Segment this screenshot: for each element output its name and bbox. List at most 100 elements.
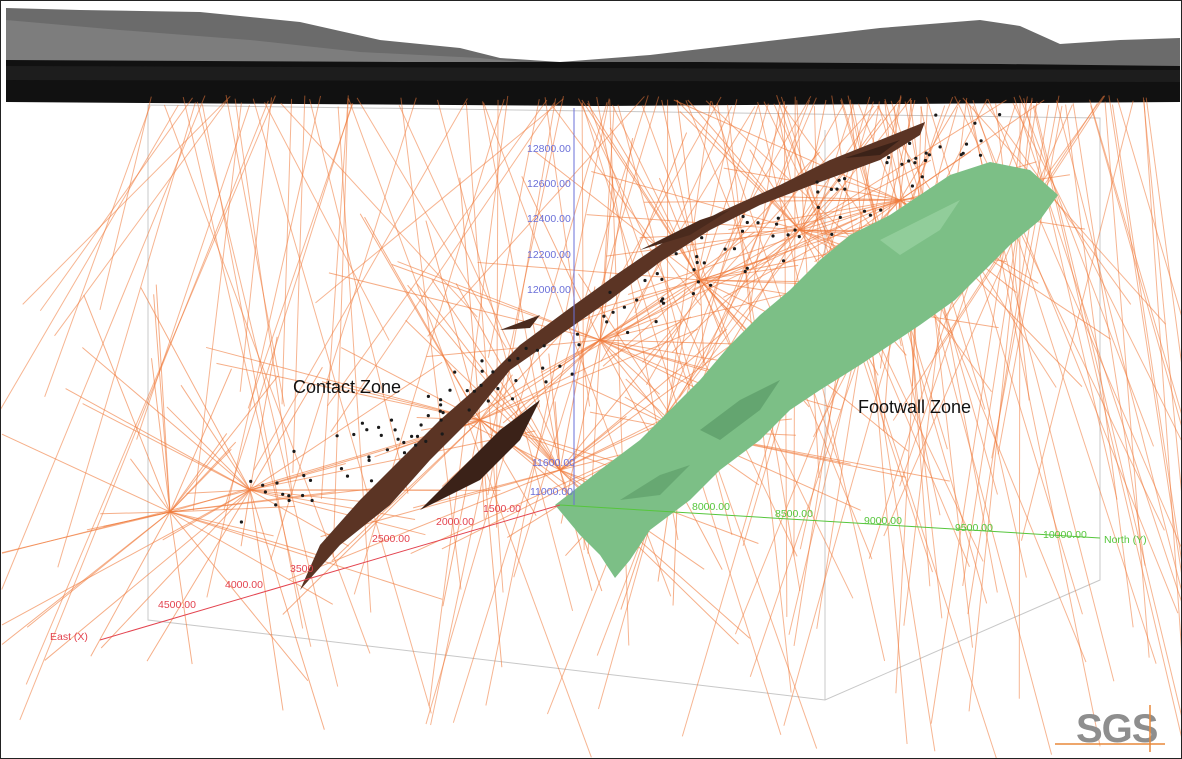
contact-zone-solid [300,122,925,590]
drillhole-intercept [829,187,834,191]
drillhole-trace [169,368,232,513]
drillhole-intercept [310,498,314,503]
drillhole-intercept [696,280,701,284]
drillhole-trace [663,199,901,259]
drillhole-intercept [379,433,383,437]
drillhole-trace [609,127,701,281]
drillhole-trace [892,95,1106,421]
drillhole-intercept [480,369,484,373]
drillhole-trace [570,279,701,325]
drillhole-trace [249,489,426,536]
drillhole-intercept [660,277,664,281]
drillhole-trace [54,99,229,337]
drillhole-intercept [570,372,574,376]
east-tick: 1500.00 [483,503,521,515]
drillhole-trace [234,98,293,495]
drillhole-trace [1012,102,1182,442]
drillhole-intercept [496,387,500,391]
drillhole-trace [551,105,702,306]
drillhole-intercept [674,252,678,256]
drillhole-trace [1145,97,1182,367]
drillhole-trace [1090,105,1182,428]
drillhole-intercept [887,155,891,160]
drillhole-intercept [352,432,356,437]
drillhole-trace [581,99,701,281]
drillhole-intercept [577,343,581,347]
drillhole-intercept [453,370,457,374]
drillhole-intercept [605,320,609,324]
drillhole-trace [442,419,481,607]
drillhole-trace [140,287,251,491]
drillhole-trace [554,401,561,471]
drillhole-trace [831,95,936,752]
drillhole-intercept [302,473,306,478]
drillhole-trace [249,430,536,491]
drillhole-trace [645,95,812,386]
drillhole-trace [57,102,196,568]
drillhole-trace [136,104,251,440]
drillhole-intercept [479,383,483,387]
drillhole-intercept [816,205,821,209]
drillhole-trace [799,189,840,231]
drillhole-intercept [695,255,699,259]
drillhole-trace [639,229,801,239]
east-tick: 4000.00 [225,579,263,591]
drillhole-intercept [695,260,699,265]
drillhole-trace [39,97,193,312]
drillhole-intercept [793,228,797,232]
drillhole-intercept [367,458,371,462]
drillhole-intercept [514,379,518,383]
drillhole-intercept [835,187,839,191]
drillhole-trace [437,99,574,611]
drillhole-intercept [426,394,430,398]
drillhole-trace [196,101,339,687]
drillhole-intercept [441,411,445,415]
drillhole-intercept [360,421,364,425]
drillhole-intercept [816,190,820,194]
drillhole-trace [699,151,821,281]
drillhole-trace [1116,98,1182,318]
drillhole-trace [309,99,409,494]
drillhole-intercept [261,483,265,487]
drillhole-intercept [843,177,847,181]
drillhole-trace [899,99,1045,201]
north-tick: 10000.00 [1043,529,1087,541]
drillhole-intercept [402,451,407,455]
drillhole-intercept [558,364,562,368]
drillhole-intercept [745,266,749,270]
drillhole-intercept [287,498,291,503]
drillhole-intercept [920,175,924,179]
east-tick: 4500.00 [158,599,196,611]
drillhole-intercept [402,440,406,445]
drillhole-trace [799,159,932,231]
drillhole-trace [169,511,323,557]
drillhole-intercept [249,479,253,483]
drillhole-intercept [838,215,842,219]
drillhole-trace [995,103,1030,401]
drillhole-trace [487,98,557,496]
drillhole-trace [899,99,1033,487]
drillhole-trace [182,96,312,647]
drillhole-intercept [275,481,279,485]
drillhole-intercept [335,434,339,438]
drillhole-trace [614,279,701,337]
east-axis-label: East (X) [50,631,88,643]
drillhole-trace [425,220,481,421]
drillhole-trace [330,102,555,433]
drillhole-trace [169,375,279,513]
drillhole-intercept [542,344,546,348]
drillhole-trace [0,104,179,411]
drillhole-trace [1142,97,1182,497]
drillhole-intercept [287,494,291,498]
drillhole-trace [699,104,759,281]
drillhole-trace [270,97,417,560]
drillhole-intercept [339,467,344,471]
drillhole-intercept [389,418,394,422]
drillhole-trace [282,419,481,615]
drillhole-trace [169,511,193,665]
drillhole-trace [559,452,627,471]
north-tick: 8500.00 [775,508,813,520]
drillhole-trace [249,489,325,730]
drillhole-intercept [426,414,430,418]
drillhole-trace [249,489,416,521]
